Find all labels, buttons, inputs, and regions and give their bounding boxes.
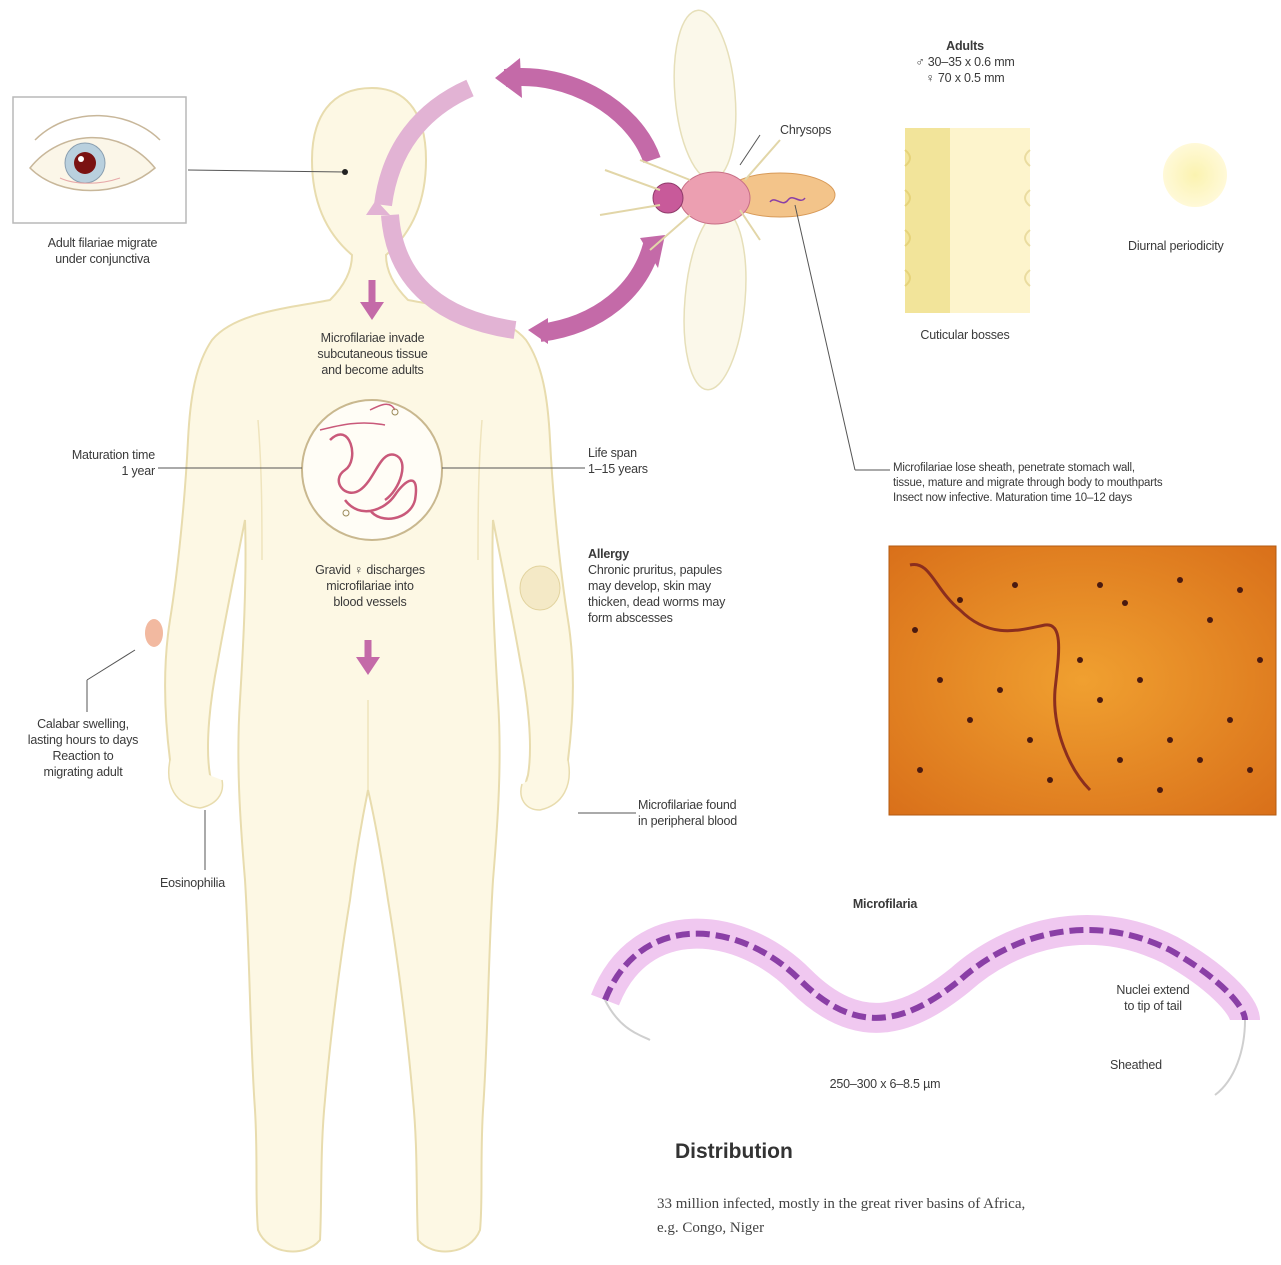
calabar-swelling-mark (145, 619, 163, 647)
diurnal-caption: Diurnal periodicity (1128, 238, 1278, 254)
distribution-title: Distribution (675, 1140, 793, 1164)
adults-title: Adults (895, 38, 1035, 54)
eye-illustration (13, 97, 186, 223)
sheathed-caption: Sheathed (1110, 1057, 1210, 1073)
adults-caption: Adults ♂ 30–35 x 0.6 mm♀ 70 x 0.5 mm (895, 38, 1035, 86)
chrysops-fly (600, 8, 835, 393)
distribution-text: 33 million infected, mostly in the great… (657, 1192, 1267, 1240)
cuticular-bosses-strip (905, 128, 1030, 313)
vector-caption: Microfilariae lose sheath, penetrate sto… (893, 461, 1278, 506)
allergy-title: Allergy (588, 546, 778, 562)
chrysops-caption: Chrysops (780, 122, 870, 138)
adult-worms-circle (302, 400, 442, 540)
sun-icon (1163, 143, 1227, 207)
eosinophilia-caption: Eosinophilia (160, 875, 280, 891)
bosses-caption: Cuticular bosses (890, 327, 1040, 343)
microfilaria-title: Microfilaria (820, 896, 950, 912)
skin-patch (520, 566, 560, 610)
size-caption: 250–300 x 6–8.5 µm (790, 1076, 980, 1092)
blood-smear-photo (889, 546, 1276, 815)
